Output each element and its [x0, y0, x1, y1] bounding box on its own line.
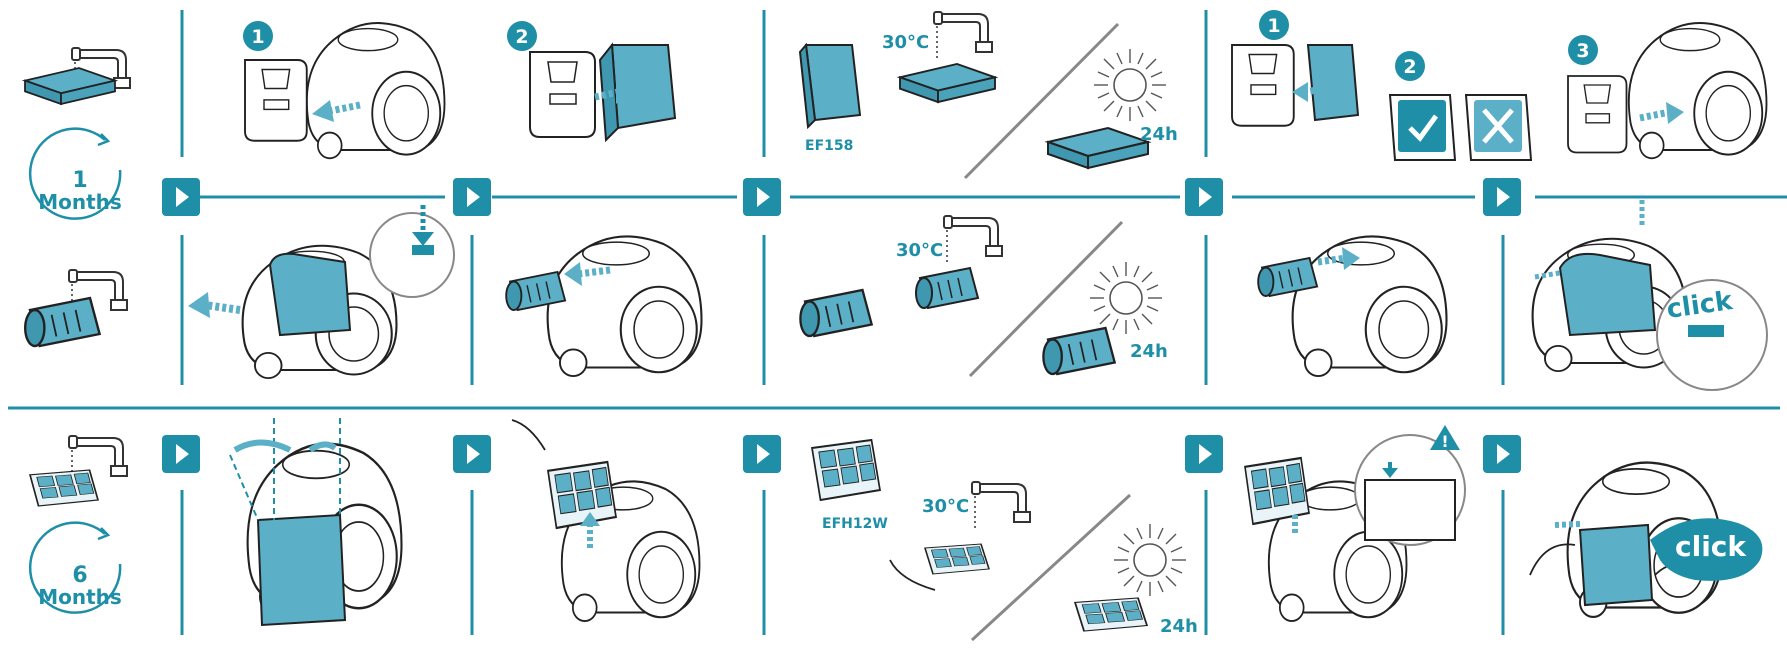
- vacuum-icon: [305, 22, 446, 160]
- arrow-right-icon: [743, 435, 781, 473]
- sun-icon: [1093, 48, 1167, 122]
- hepa-filter: [546, 460, 618, 530]
- arrow-right-icon: [1483, 435, 1521, 473]
- cross-icon: [1464, 94, 1533, 161]
- step-reassemble: 1 2 3: [1231, 10, 1768, 161]
- cylinder-filter: [799, 288, 873, 338]
- wash-temp-c: 30°C: [922, 496, 969, 517]
- hepa-filter: [1243, 456, 1311, 526]
- arrow-right-icon: [453, 435, 491, 473]
- cylinder-filter-icon: [24, 296, 101, 348]
- schedule-1-month: 1 Months: [28, 127, 122, 220]
- schedule-1-number: 1: [72, 168, 87, 193]
- sun-icon: [1089, 261, 1163, 335]
- step-wash-cylinder: 30°C 24h: [799, 215, 1168, 378]
- foam-filter-code: EF158: [805, 138, 853, 154]
- arrow-right-icon: [162, 178, 200, 216]
- hepa-filter-icon: [29, 469, 99, 507]
- step-insert-cylinder: [1257, 235, 1448, 378]
- step-badge-2b: 2: [1403, 56, 1416, 78]
- tap-icon: [971, 481, 1031, 531]
- schedule-6-months: 6 Months: [28, 521, 122, 614]
- schedule-6-number: 6: [72, 563, 87, 588]
- cylinder-filter: [915, 267, 979, 309]
- step-remove-bin: [188, 205, 455, 380]
- dry-time-a: 24h: [1140, 124, 1178, 145]
- arrow-right-icon: [1185, 178, 1223, 216]
- step-insert-hepa: !: [1243, 425, 1466, 623]
- arrow-right-icon: [162, 435, 200, 473]
- schedule-1-unit: Months: [38, 190, 122, 214]
- vacuum-icon: [1627, 22, 1768, 160]
- wash-temp-a: 30°C: [882, 32, 929, 53]
- step-remove-cylinder: [505, 235, 703, 378]
- dry-time-b: 24h: [1130, 341, 1168, 362]
- arrow-right-icon: [453, 178, 491, 216]
- grid-lines: [8, 10, 1787, 635]
- foam-filter: [1047, 127, 1149, 169]
- step-badge-3: 3: [1576, 40, 1589, 62]
- foam-filter-icon: [24, 67, 116, 105]
- step-badge-1b: 1: [1267, 15, 1280, 37]
- warning-symbol: !: [1441, 432, 1448, 451]
- filter-frame: [1567, 75, 1628, 154]
- hepa-filter-code: EFH12W: [822, 516, 888, 532]
- arrow-right-icon: [1483, 178, 1521, 216]
- step-badge-1: 1: [251, 26, 264, 48]
- click-label-b: click: [1675, 530, 1747, 563]
- filter-frame: [244, 59, 308, 142]
- filter-frame: [1231, 44, 1295, 127]
- step-remove-hepa: [511, 419, 701, 623]
- step-wash-hepa: EFH12W 30°C 24h: [811, 439, 1198, 642]
- foam-filter: [899, 63, 996, 103]
- step-close-cover: click: [1529, 461, 1763, 619]
- wash-temp-b: 30°C: [896, 240, 943, 261]
- warning-icon: !: [1430, 425, 1460, 451]
- step-remove-frame: 1: [243, 21, 446, 160]
- step-badge-2: 2: [515, 26, 528, 48]
- dry-time-c: 24h: [1160, 616, 1198, 637]
- step-wash-foam: EF158 30°C 24h: [798, 11, 1178, 180]
- cylinder-filter: [1042, 326, 1116, 376]
- vacuum-icon: [546, 235, 703, 378]
- step-open-cover: [229, 418, 403, 627]
- hepa-filter: [1074, 597, 1148, 632]
- schedule-6-unit: Months: [38, 585, 122, 609]
- hepa-filter: [811, 439, 881, 501]
- step-remove-foam: 2: [507, 21, 677, 143]
- hepa-filter: [924, 543, 990, 575]
- step-refit-bin: click: [1531, 200, 1768, 391]
- tap-icon: [933, 11, 993, 61]
- tap-icon: [943, 215, 1003, 265]
- arrow-right-icon: [1185, 435, 1223, 473]
- vacuum-icon: [1291, 235, 1448, 378]
- check-icon: [1388, 94, 1457, 161]
- filter-frame: [529, 51, 596, 138]
- arrow-right-icon: [743, 178, 781, 216]
- sun-icon: [1113, 523, 1187, 597]
